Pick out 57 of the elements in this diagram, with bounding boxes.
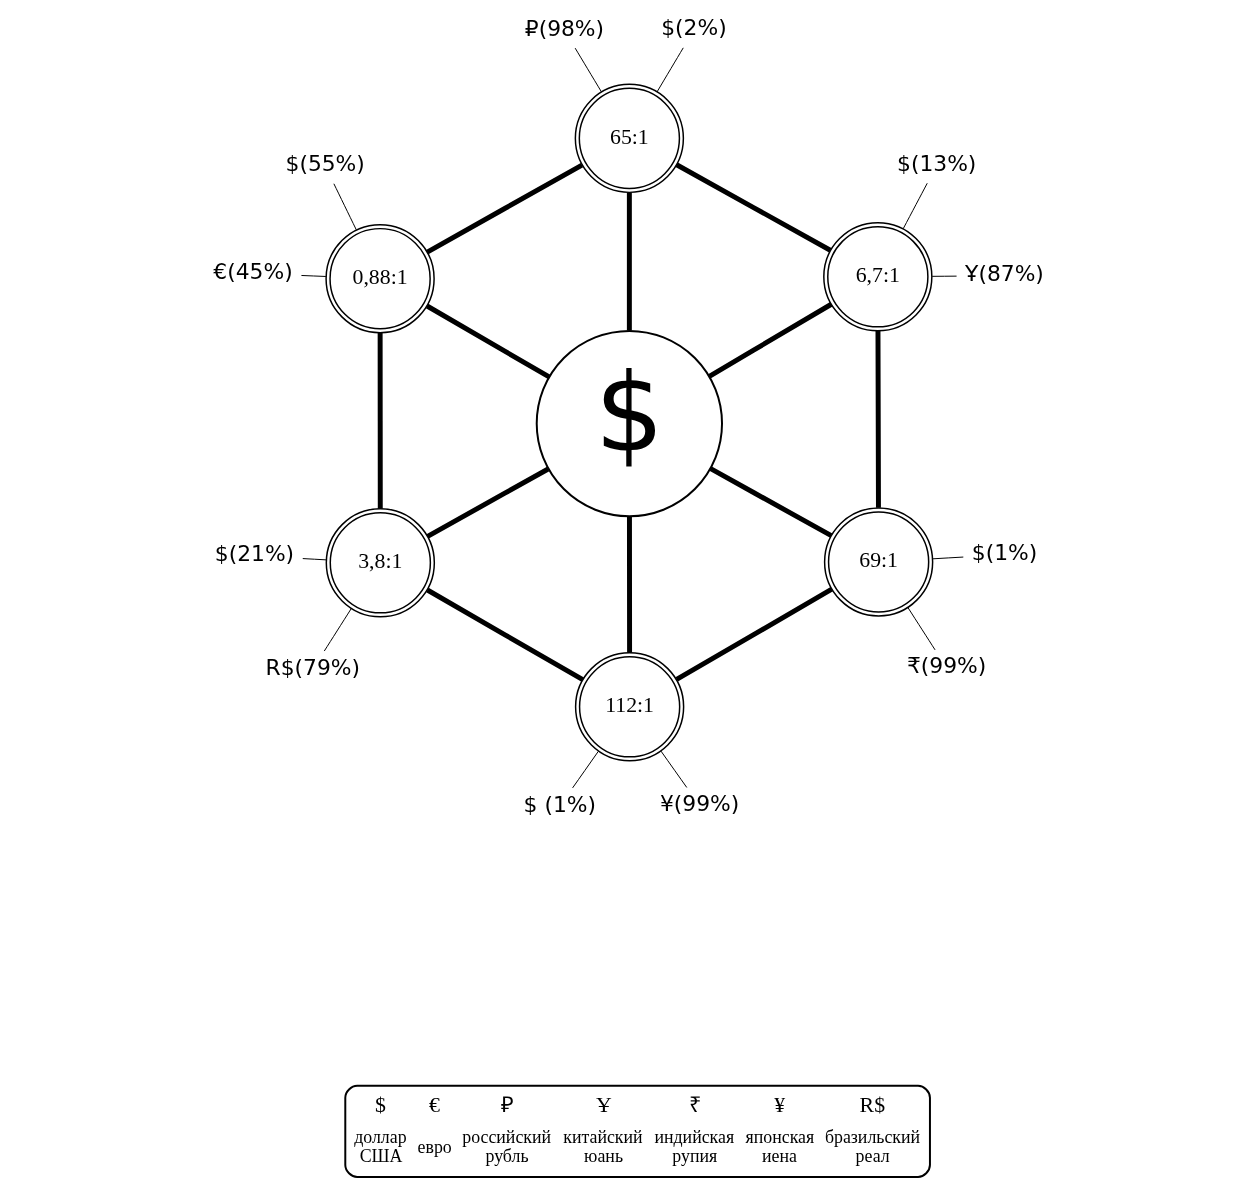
node-text: €(45%) <box>213 259 293 285</box>
connector <box>300 275 327 277</box>
node-circle: 3,8:1 <box>325 508 436 618</box>
connector <box>709 466 833 538</box>
label: японская иена <box>745 1126 815 1167</box>
label: доллар США <box>354 1126 407 1167</box>
connector <box>302 558 327 561</box>
connector <box>675 587 834 682</box>
connector <box>660 750 688 788</box>
node-circle: 65:1 <box>574 83 685 194</box>
node-text: R$(79%) <box>265 654 361 680</box>
connector <box>875 331 881 508</box>
label: бразильский реал <box>824 1126 921 1167</box>
label: $ <box>375 1093 386 1118</box>
node-circle: 6,7:1 <box>823 222 933 332</box>
connector <box>333 183 357 231</box>
connector <box>323 607 352 652</box>
node-circle: 112:1 <box>574 652 685 762</box>
connector <box>931 275 958 277</box>
connector <box>708 302 833 379</box>
label: ¥ <box>774 1093 786 1118</box>
connector <box>426 587 584 682</box>
node-text: $(21%) <box>214 541 295 567</box>
connector <box>574 47 603 93</box>
node-text: ₹(99%) <box>906 653 987 679</box>
node-text: $(2%) <box>661 15 727 41</box>
node-circle: 69:1 <box>823 507 934 617</box>
label: индийская рупия <box>654 1126 735 1167</box>
label: ₹ <box>688 1093 701 1118</box>
connector <box>902 182 928 230</box>
node-text: $ (1%) <box>523 791 596 817</box>
connector <box>426 162 584 255</box>
node-text: $(55%) <box>285 151 365 177</box>
label: ₽ <box>501 1093 515 1118</box>
node-text: $(1%) <box>971 540 1038 566</box>
connector <box>626 192 632 331</box>
node-text: $(13%) <box>897 150 977 176</box>
node-text: Ұ(87%) <box>965 261 1044 287</box>
label: € <box>429 1093 440 1118</box>
label: евро <box>417 1136 452 1157</box>
connector <box>656 47 684 93</box>
node-text: ₽(98%) <box>524 15 605 41</box>
connector <box>572 750 599 789</box>
connector <box>426 466 550 539</box>
node-text: ¥(99%) <box>659 791 740 817</box>
connector <box>627 516 633 653</box>
label: Ұ <box>596 1093 612 1118</box>
connector <box>907 606 936 651</box>
connector <box>932 556 964 560</box>
connector <box>425 303 551 380</box>
label: китайский юань <box>563 1126 643 1167</box>
connector <box>377 333 383 509</box>
node-circle: 0,88:1 <box>325 223 435 334</box>
node-circle: $ <box>535 329 723 518</box>
label: российский рубль <box>462 1126 552 1167</box>
connector <box>675 162 832 253</box>
label: R$ <box>859 1093 886 1118</box>
